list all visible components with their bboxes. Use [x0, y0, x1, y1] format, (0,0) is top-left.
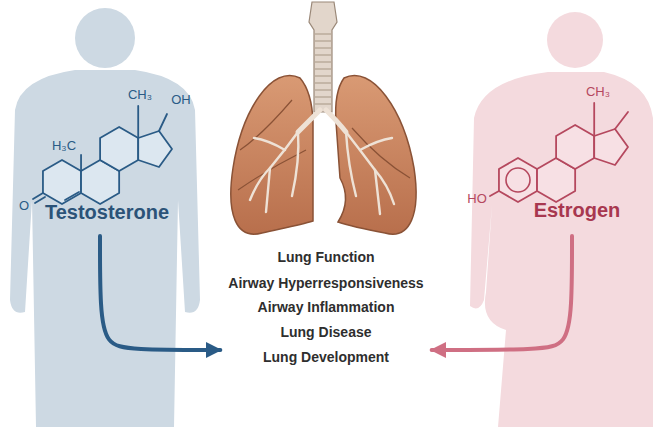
head: [75, 8, 135, 68]
ring-c: [100, 127, 138, 171]
head: [547, 12, 603, 68]
hydroxyl-bond: [615, 112, 628, 129]
effect-item: Lung Disease: [280, 322, 371, 342]
right-lung: [231, 75, 313, 234]
hormone-name: Testosterone: [45, 202, 169, 222]
bronchus: [346, 132, 356, 196]
cartilage-ring: [315, 47, 331, 48]
ring-a: [43, 160, 81, 204]
left-lung: [336, 75, 416, 234]
cartilage-ring: [315, 68, 331, 69]
hormone-name: Estrogen: [534, 200, 621, 220]
atom-label: O: [19, 198, 29, 214]
cartilage-ring: [315, 82, 331, 83]
body: [470, 72, 653, 427]
effect-item: Airway Inflammation: [258, 297, 395, 317]
bronchus: [375, 170, 380, 214]
atom-label: CH₃: [128, 87, 152, 103]
cartilage-ring: [315, 89, 331, 90]
bronchus: [254, 138, 285, 150]
hormone-figure: Testosterone: [0, 0, 210, 236]
aromatic-circle: [506, 168, 530, 192]
male-silhouette: [10, 8, 200, 427]
hormone-figure: Estrogen: [465, 0, 653, 236]
effect-item: Lung Development: [263, 347, 389, 367]
cartilage-ring: [315, 33, 331, 34]
bronchus: [292, 132, 298, 196]
estrogen-structure: [490, 103, 628, 202]
hydroxyl-bond: [490, 191, 499, 196]
hydroxyl-bond: [159, 114, 167, 131]
effect-item: Airway Hyperresponsiveness: [228, 273, 423, 293]
cartilage-ring: [315, 54, 331, 55]
methyl-bond: [137, 106, 139, 138]
atom-label: H₃C: [52, 138, 76, 154]
methyl-bond: [593, 103, 595, 136]
cartilage-ring: [315, 96, 331, 97]
bronchus: [326, 110, 346, 132]
lungs-illustration: [231, 2, 416, 234]
cartilage-ring: [315, 61, 331, 62]
cartilage-ring: [315, 103, 331, 104]
atom-label: CH₃: [586, 84, 610, 100]
cartilage-ring: [315, 75, 331, 76]
influence-arrow: [100, 236, 220, 350]
double-bond: [65, 192, 79, 200]
carbonyl-bond: [35, 197, 45, 203]
effect-item: Lung Function: [277, 247, 374, 267]
ring-d: [594, 129, 628, 165]
methyl-bond: [80, 155, 82, 171]
effects-panel: Lung FunctionAirway HyperresponsivenessA…: [220, 0, 431, 372]
bronchus: [298, 110, 320, 132]
testosterone-structure: [33, 106, 172, 204]
ring-d: [138, 131, 172, 167]
bronchus: [360, 138, 392, 150]
atom-label: HO: [467, 191, 487, 207]
body: [10, 70, 200, 427]
cartilage-ring: [315, 40, 331, 41]
ring-a: [499, 158, 537, 202]
female-silhouette: [470, 12, 653, 427]
ring-c: [556, 125, 594, 169]
atom-label: OH: [171, 92, 191, 108]
bronchus: [266, 168, 270, 212]
influence-arrow: [432, 236, 572, 350]
trachea: [309, 2, 337, 112]
